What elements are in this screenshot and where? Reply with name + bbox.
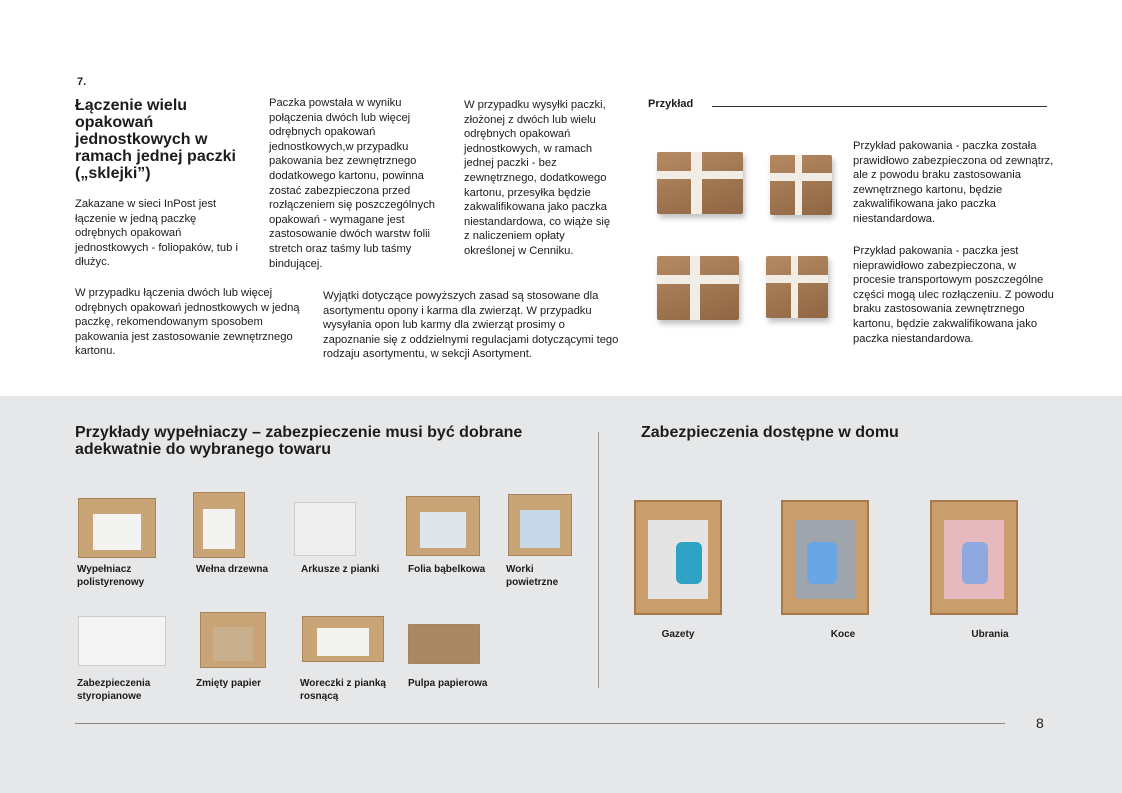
package-image <box>770 155 832 215</box>
page-number: 8 <box>1036 715 1044 731</box>
home-label: Gazety <box>661 629 695 640</box>
filler-image <box>406 496 480 556</box>
filler-label: Wełna drzewna <box>196 564 269 575</box>
example-label: Przykład <box>648 98 694 110</box>
filler-image <box>78 498 156 558</box>
section-number: 7. <box>77 76 87 88</box>
example-incorrect-text: Przykład pakowania - paczka jest niepraw… <box>853 245 1054 345</box>
package-image <box>766 256 828 318</box>
vertical-divider <box>598 432 599 688</box>
filler-label: Woreczki z pianką rosnącą <box>300 678 386 702</box>
filler-image <box>200 612 266 668</box>
filler-label: Wypełniacz polistyrenowy <box>77 564 145 588</box>
home-title: Zabezpieczenia dostępne w domu <box>641 424 899 441</box>
box-image <box>781 500 869 615</box>
filler-image <box>193 492 245 558</box>
section-heading: Łączenie wielu opakowań jednostkowych w … <box>75 97 236 182</box>
box-image <box>634 500 722 615</box>
exceptions-text: Wyjątki dotyczące powyższych zasad są st… <box>323 290 619 361</box>
filler-image <box>302 616 384 662</box>
home-label: Koce <box>830 629 856 640</box>
box-image <box>930 500 1018 615</box>
filler-label: Worki powietrzne <box>506 564 559 588</box>
filler-image <box>508 494 572 556</box>
filler-image <box>408 624 480 664</box>
filler-image <box>294 502 356 556</box>
footer-rule <box>75 723 1005 724</box>
filler-label: Folia bąbelkowa <box>408 564 486 575</box>
example-correct-text: Przykład pakowania - paczka została praw… <box>853 140 1054 225</box>
package-image <box>657 152 743 214</box>
home-label: Ubrania <box>971 629 1009 640</box>
filler-label: Arkusze z pianki <box>301 564 380 575</box>
divider <box>712 106 1047 107</box>
filler-label: Pulpa papierowa <box>408 678 488 689</box>
filler-label: Zabezpieczenia styropianowe <box>77 678 151 702</box>
col3-text: W przypadku wysyłki paczki, złożonej z d… <box>464 99 611 257</box>
intro-text: Zakazane w sieci InPost jest łączenie w … <box>75 198 238 269</box>
recommend-text: W przypadku łączenia dwóch lub więcej od… <box>75 287 300 358</box>
col2-text: Paczka powstała w wyniku połączenia dwóc… <box>269 97 436 270</box>
filler-label: Zmięty papier <box>196 678 262 689</box>
filler-image <box>78 616 166 666</box>
package-image <box>657 256 739 320</box>
fillers-title: Przykłady wypełniaczy – zabezpieczenie m… <box>75 424 523 458</box>
